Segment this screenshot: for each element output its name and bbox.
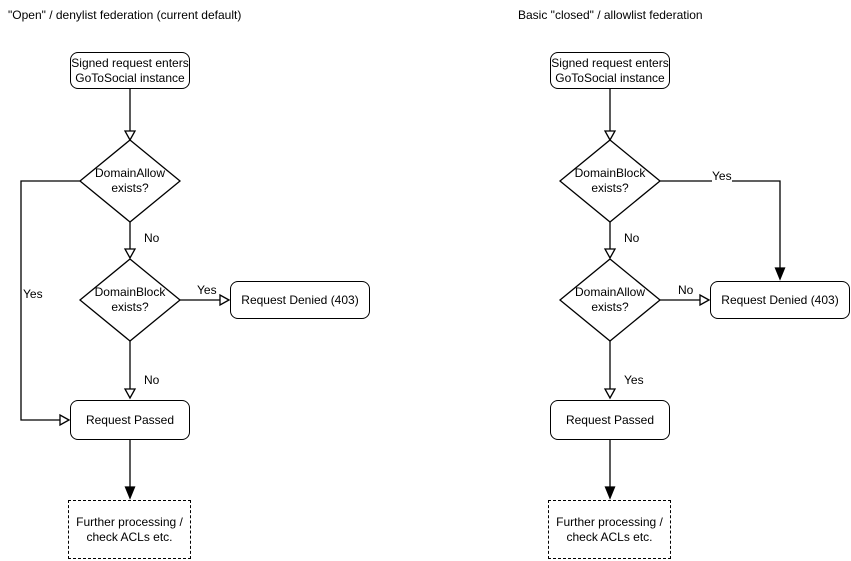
arrowhead-filled-down bbox=[124, 486, 136, 500]
arrowhead-open-down bbox=[603, 130, 617, 142]
left-further-processing-node: Further processing / check ACLs etc. bbox=[68, 500, 191, 559]
right-decision2-no-label: No bbox=[678, 283, 694, 297]
edge-left-decision1-yes bbox=[20, 180, 80, 421]
right-decision1-label: DomainBlock exists? bbox=[574, 166, 646, 195]
left-chart-title: "Open" / denylist federation (current de… bbox=[8, 8, 242, 22]
left-decision2-yes-label: Yes bbox=[197, 283, 217, 297]
left-decision2-no-label: No bbox=[144, 373, 160, 387]
right-passed-node: Request Passed bbox=[550, 400, 670, 440]
arrowhead-open-down bbox=[603, 388, 617, 400]
right-decision2-label: DomainAllow exists? bbox=[574, 285, 646, 314]
edge-right-decision1-yes bbox=[660, 180, 781, 268]
arrowhead-open-down bbox=[123, 388, 137, 400]
arrowhead-open-right bbox=[219, 293, 231, 307]
arrowhead-filled-down bbox=[774, 267, 786, 281]
left-decision1-label: DomainAllow exists? bbox=[94, 166, 166, 195]
right-further-processing-node: Further processing / check ACLs etc. bbox=[548, 500, 671, 559]
arrowhead-open-down bbox=[123, 130, 137, 142]
arrowhead-open-right bbox=[59, 413, 71, 427]
right-decision1-no-label: No bbox=[624, 231, 640, 245]
arrowhead-open-down bbox=[603, 248, 617, 260]
right-start-node: Signed request enters GoToSocial instanc… bbox=[550, 52, 670, 89]
left-decision1-yes-label: Yes bbox=[23, 287, 43, 301]
left-denied-node: Request Denied (403) bbox=[230, 281, 370, 319]
right-denied-node: Request Denied (403) bbox=[710, 281, 850, 319]
left-passed-node: Request Passed bbox=[70, 400, 190, 440]
left-decision1-no-label: No bbox=[144, 231, 160, 245]
arrowhead-open-down bbox=[123, 248, 137, 260]
right-decision1-yes-label: Yes bbox=[712, 169, 732, 183]
arrowhead-filled-down bbox=[604, 486, 616, 500]
left-decision2-label: DomainBlock exists? bbox=[94, 285, 166, 314]
right-decision2-yes-label: Yes bbox=[624, 373, 644, 387]
right-chart-title: Basic "closed" / allowlist federation bbox=[518, 8, 703, 22]
left-start-node: Signed request enters GoToSocial instanc… bbox=[70, 52, 190, 89]
arrowhead-open-right bbox=[699, 293, 711, 307]
